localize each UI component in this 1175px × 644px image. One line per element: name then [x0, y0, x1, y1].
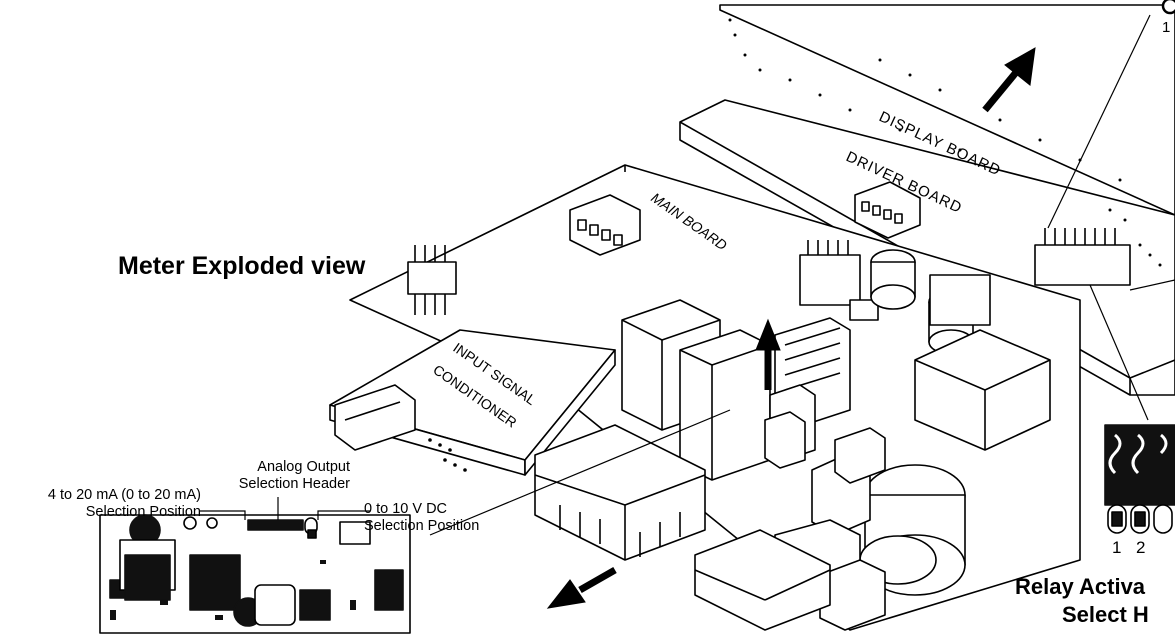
ma-selection-label: 4 to 20 mA (0 to 20 mA) Selection Positi…: [48, 487, 201, 522]
display-board-panel: [719, 4, 1175, 216]
relay-activation-label-line2: Select H: [1062, 602, 1149, 627]
volt-bottom-leader: [317, 510, 370, 520]
relay-pin-number-2: 2: [1136, 538, 1145, 557]
ma-selection-line1: 4 to 20 mA (0 to 20 mA): [47, 487, 201, 503]
relay-top-pin-number: 1: [1162, 19, 1170, 36]
display-board-holes: [728, 18, 1162, 267]
relay-header-bottom-leader: [1089, 284, 1149, 421]
transformer: [914, 274, 1051, 451]
relay-activation-label-line1: Relay Activa: [1015, 574, 1146, 599]
arrows: [546, 47, 1036, 609]
analog-output-board: [99, 514, 411, 634]
volt-selection-line2: Selection Position: [364, 518, 480, 535]
input-signal-conditioner-board: [329, 245, 616, 476]
input-board-terminal: [334, 384, 416, 451]
analog-selection-header: [247, 519, 304, 531]
main-board-pin-header: [799, 240, 879, 321]
analog-header-line1: Analog Output: [257, 459, 350, 475]
volt-selection-label: 0 to 10 V DC Selection Position: [364, 501, 479, 536]
front-arrow: [546, 566, 617, 609]
display-board-arrow: [982, 47, 1036, 113]
ma-selection-line2: Selection Position: [85, 504, 201, 521]
relay-header: [1034, 228, 1131, 286]
relay-blocks: [621, 299, 771, 481]
vertical-connector: [764, 317, 851, 469]
analog-header-label: Analog Output Selection Header: [239, 459, 350, 494]
driver-board-connector: [854, 181, 921, 239]
main-board-connector: [569, 194, 641, 256]
leader-lines: [200, 14, 1175, 536]
input-board-pin-header: [407, 245, 457, 315]
volt-leader: [429, 409, 731, 536]
ma-leader: [200, 510, 246, 520]
front-terminal-blocks: [534, 424, 831, 631]
relay-pin-number-1: 1: [1112, 538, 1121, 557]
diagram-title: Meter Exploded view: [118, 252, 366, 280]
relay-top-jumper-icon: [1161, 0, 1175, 15]
volt-selection-line1: 0 to 10 V DC: [364, 501, 448, 517]
analog-header-line2: Selection Header: [238, 476, 350, 493]
main-board-arrow: [755, 318, 781, 390]
relay-header-top-leader: [1047, 14, 1151, 229]
relay-jumper-closeup: [1104, 424, 1175, 534]
